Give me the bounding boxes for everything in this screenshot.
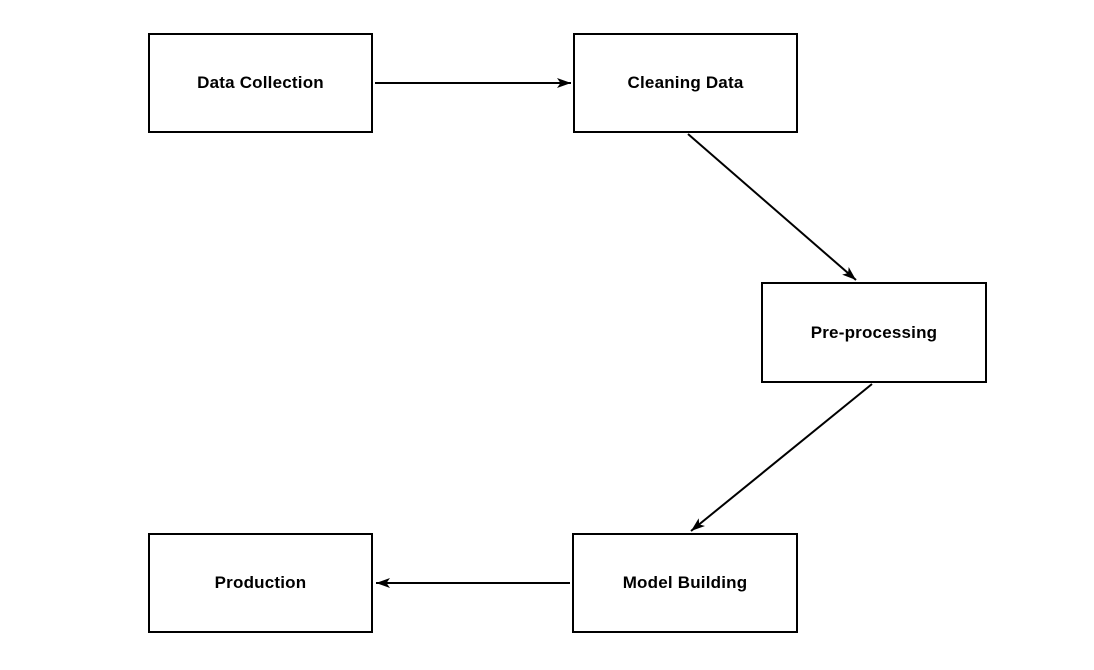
- arrow-cleaning-data-to-pre-processing: [687, 133, 857, 281]
- node-pre-processing: Pre-processing: [761, 282, 987, 383]
- node-pre-processing-label: Pre-processing: [810, 322, 938, 342]
- node-production-label: Production: [214, 573, 307, 592]
- node-model-building: Model Building: [572, 533, 798, 633]
- node-data-collection-label: Data Collection: [197, 73, 324, 92]
- node-production: Production: [148, 533, 373, 633]
- node-model-building-label: Model Building: [622, 573, 748, 592]
- node-cleaning-data-label: Cleaning Data: [627, 73, 744, 92]
- node-cleaning-data: Cleaning Data: [573, 33, 798, 133]
- arrow-pre-processing-to-model-building: [690, 383, 873, 532]
- node-data-collection: Data Collection: [148, 33, 373, 133]
